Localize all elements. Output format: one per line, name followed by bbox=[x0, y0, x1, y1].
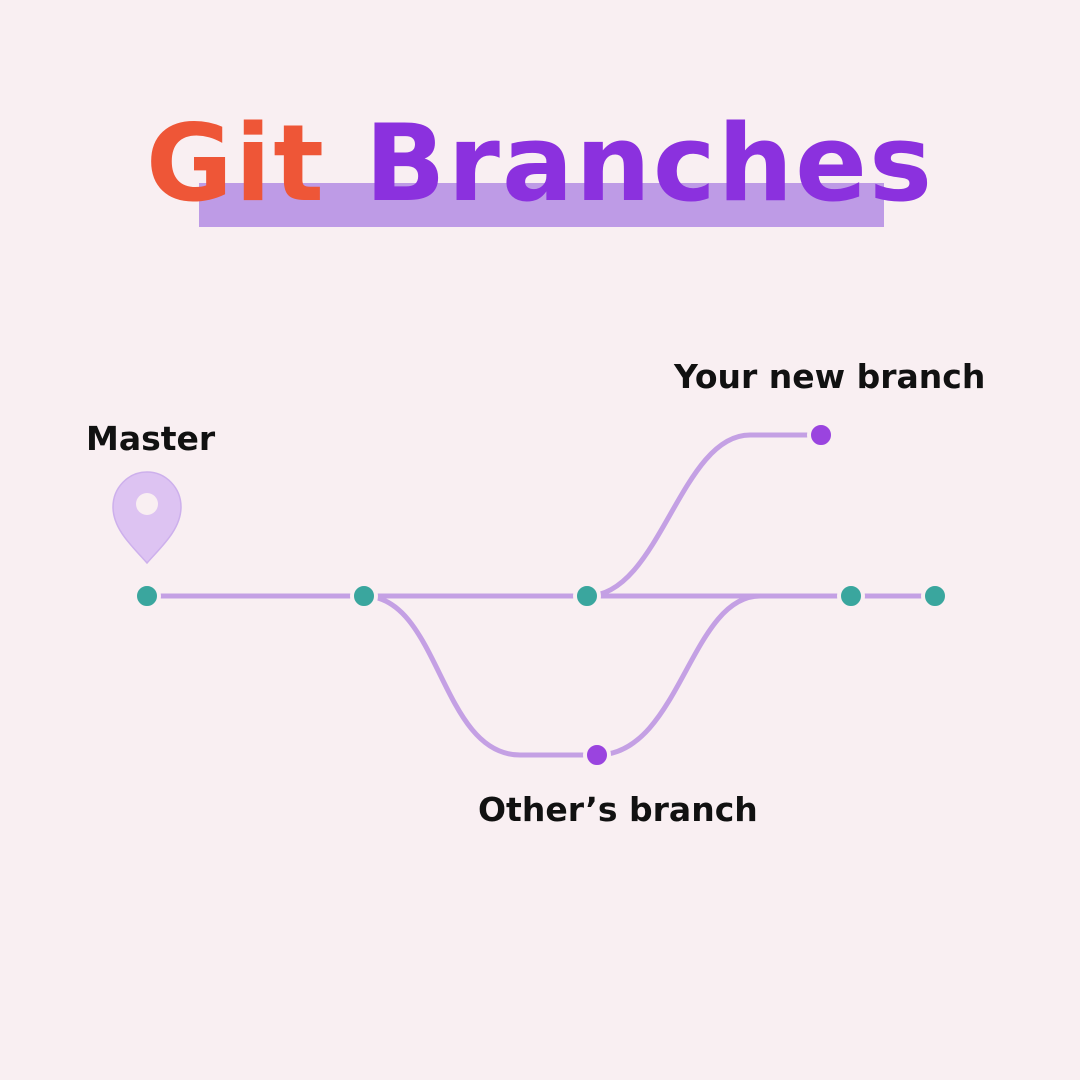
new-branch-commit-node bbox=[807, 421, 835, 449]
new-branch-line bbox=[584, 432, 824, 599]
new-branch-label: Your new branch bbox=[674, 357, 986, 396]
commit-node bbox=[921, 582, 949, 610]
others-branch-line bbox=[361, 593, 763, 758]
map-pin-icon bbox=[112, 471, 182, 565]
title-highlight-bar bbox=[199, 183, 884, 227]
master-commits bbox=[133, 582, 949, 610]
title-word-git: Git bbox=[145, 102, 326, 225]
commit-node bbox=[133, 582, 161, 610]
page-title: Git Branches bbox=[0, 100, 1080, 228]
branch-lines bbox=[144, 432, 938, 758]
title-word-branches: Branches bbox=[364, 102, 935, 225]
title-block: Git Branches bbox=[0, 100, 1080, 240]
master-label: Master bbox=[86, 419, 216, 458]
others-branch-commit-node bbox=[583, 741, 611, 769]
commit-node bbox=[837, 582, 865, 610]
commit-node bbox=[573, 582, 601, 610]
others-branch-label: Other’s branch bbox=[478, 790, 758, 829]
commit-node bbox=[350, 582, 378, 610]
